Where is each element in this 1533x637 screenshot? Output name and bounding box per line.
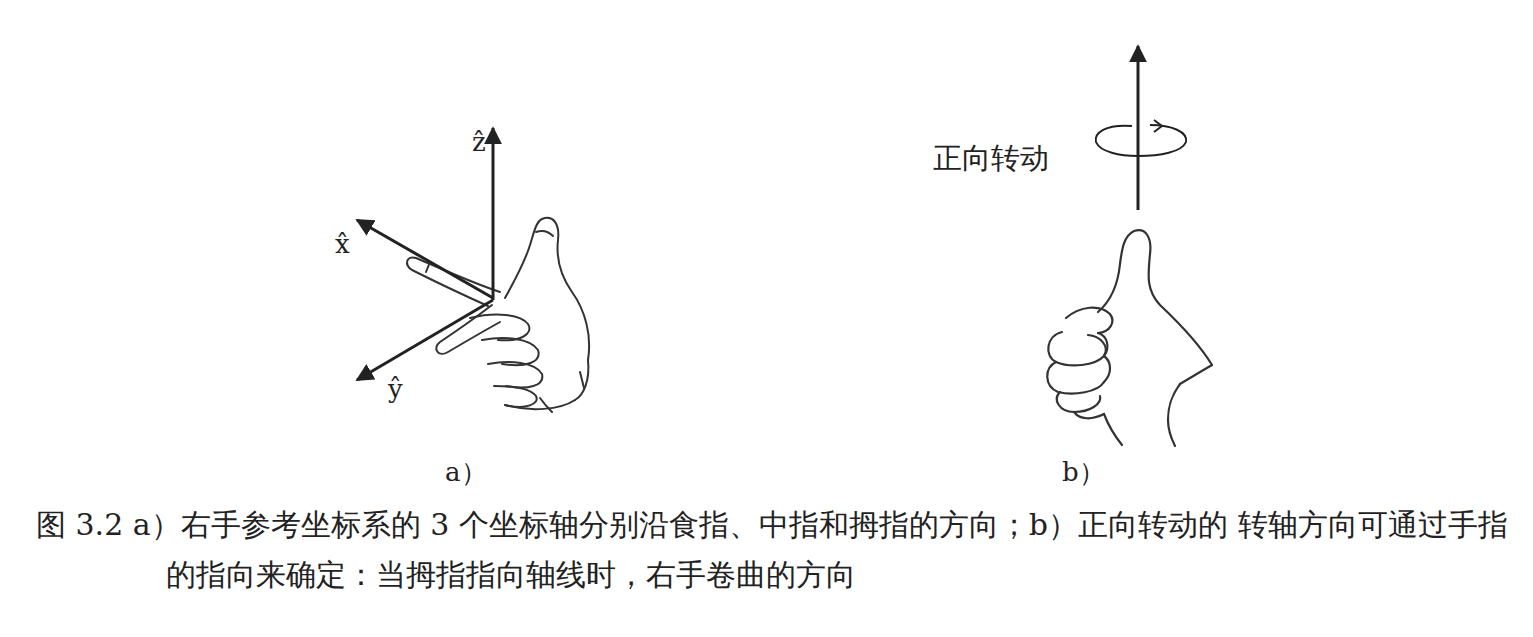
rotation-axis — [1096, 46, 1186, 210]
right-hand-a — [407, 218, 589, 412]
coordinate-axes — [357, 128, 493, 380]
axis-label: x̂ — [335, 230, 350, 259]
subfigure-label: a） — [445, 458, 487, 487]
subfigure-label: b） — [1062, 458, 1105, 487]
axis-label: ẑ — [472, 128, 486, 157]
rotation-label: 正向转动 — [933, 143, 1049, 175]
axis-label: ŷ — [388, 375, 403, 404]
figure-caption: 图 3.2 a）右手参考坐标系的 3 个坐标轴分别沿食指、中指和拇指的方向；b）… — [36, 500, 1526, 600]
right-hand-b — [1047, 230, 1212, 446]
